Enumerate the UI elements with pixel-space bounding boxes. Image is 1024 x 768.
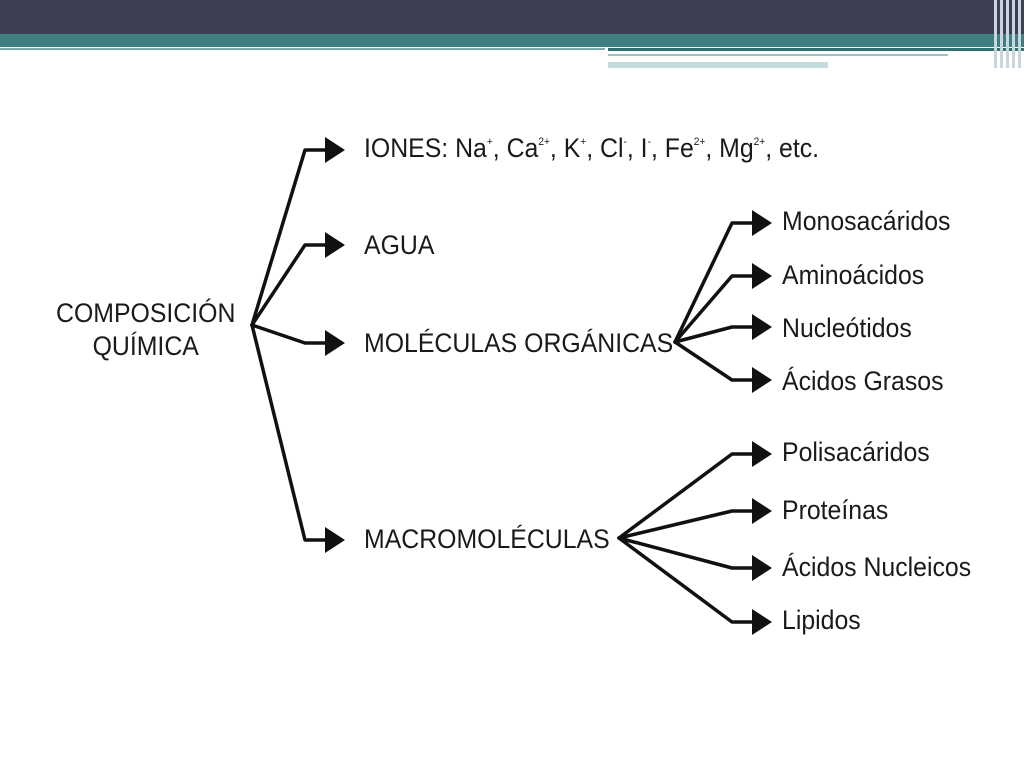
moleculas-organicas-child-4-arrowhead xyxy=(752,367,772,393)
ion-item: Na+, xyxy=(455,133,507,163)
macromoleculas-child-3-arrowhead xyxy=(752,555,772,581)
leaf-label-lipidos: Lipidos xyxy=(782,605,861,635)
macromoleculas-child-3-connector xyxy=(617,536,756,570)
ion-symbol: Fe xyxy=(664,133,694,163)
leaf-label-monosacaridos: Monosacáridos xyxy=(782,206,951,236)
ion-item: Ca2+, xyxy=(506,133,564,163)
moleculas-organicas-child-2-arrowhead xyxy=(752,263,772,289)
corner-bar xyxy=(1018,0,1021,68)
ion-symbol: Mg xyxy=(719,133,754,163)
ion-charge: 2+ xyxy=(753,136,766,148)
ion-symbol: Ca xyxy=(506,133,539,163)
corner-bar xyxy=(1012,0,1015,68)
slide-accent-line xyxy=(0,48,605,50)
ion-charge: - xyxy=(647,136,651,148)
macromoleculas-arrowhead xyxy=(325,527,345,553)
moleculas-organicas-child-1-arrowhead xyxy=(752,210,772,236)
ion-charge: 2+ xyxy=(538,136,550,148)
ion-item: Mg2+, xyxy=(719,133,780,163)
ion-list: Na+, Ca2+, K+, Cl-, I-, Fe2+, Mg2+, xyxy=(455,133,779,163)
macromoleculas-child-1-arrowhead xyxy=(752,441,772,467)
macromoleculas-child-4-connector xyxy=(617,536,756,624)
ion-item: Cl-, xyxy=(600,133,641,163)
slide-corner-decoration xyxy=(992,0,1024,68)
ion-item: Fe2+, xyxy=(664,133,720,163)
iones-prefix: IONES: xyxy=(364,133,456,163)
branch-label-macromoleculas: MACROMOLÉCULAS xyxy=(364,524,610,554)
moleculas-organicas-child-3-connector xyxy=(673,325,756,344)
moleculas-organicas-arrowhead xyxy=(325,330,345,356)
leaf-label-proteinas: Proteínas xyxy=(782,495,889,525)
slide-accent-line xyxy=(608,62,828,68)
leaf-label-aminoacidos: Aminoácidos xyxy=(782,260,925,290)
corner-bar xyxy=(994,0,997,68)
ion-charge: + xyxy=(580,136,587,148)
leaf-label-acidos-grasos: Ácidos Grasos xyxy=(782,366,944,396)
ion-symbol: Na xyxy=(455,133,487,163)
slide-accent-line xyxy=(608,54,948,56)
agua-connector xyxy=(250,243,329,327)
moleculas-organicas-child-4-connector xyxy=(673,340,756,382)
ion-charge: + xyxy=(486,136,493,148)
corner-bar xyxy=(1006,0,1009,68)
ion-charge: 2+ xyxy=(693,136,706,148)
macromoleculas-child-1-connector xyxy=(617,452,756,540)
corner-bar xyxy=(1000,0,1003,68)
slide-accent-line xyxy=(608,48,1024,51)
ion-symbol: Cl xyxy=(600,133,624,163)
leaf-label-acidos-nucleicos: Ácidos Nucleicos xyxy=(782,552,972,582)
root-label-line-1: COMPOSICIÓN xyxy=(56,298,236,328)
moleculas-organicas-child-2-connector xyxy=(673,274,756,344)
agua-arrowhead xyxy=(325,232,345,258)
branch-label-iones: IONES: Na+, Ca2+, K+, Cl-, I-, Fe2+, Mg2… xyxy=(364,135,819,162)
branch-label-agua: AGUA xyxy=(364,230,435,260)
moleculas-organicas-child-1-connector xyxy=(673,221,756,344)
slide-top-bar xyxy=(0,0,1024,34)
leaf-label-nucleotidos: Nucleótidos xyxy=(782,313,912,343)
macromoleculas-child-4-arrowhead xyxy=(752,609,772,635)
iones-connector xyxy=(250,148,329,327)
macromoleculas-child-2-connector xyxy=(617,509,756,540)
branch-label-moleculas-organicas: MOLÉCULAS ORGÁNICAS xyxy=(364,328,674,358)
root-node-label: COMPOSICIÓN QUÍMICA xyxy=(56,297,235,363)
slide-accent-stripe xyxy=(0,34,1024,47)
ion-item: K+, xyxy=(563,133,601,163)
moleculas-organicas-connector xyxy=(250,323,329,345)
iones-arrowhead xyxy=(325,137,345,163)
macromoleculas-connector xyxy=(250,323,329,542)
ion-item: I-, xyxy=(640,133,665,163)
ion-charge: - xyxy=(623,136,627,148)
ion-symbol: K xyxy=(563,133,581,163)
ion-symbol: I xyxy=(640,133,648,163)
root-label-line-2: QUÍMICA xyxy=(92,330,199,361)
iones-suffix: etc. xyxy=(779,133,820,163)
leaf-label-polisacaridos: Polisacáridos xyxy=(782,437,930,467)
moleculas-organicas-child-3-arrowhead xyxy=(752,314,772,340)
macromoleculas-child-2-arrowhead xyxy=(752,498,772,524)
